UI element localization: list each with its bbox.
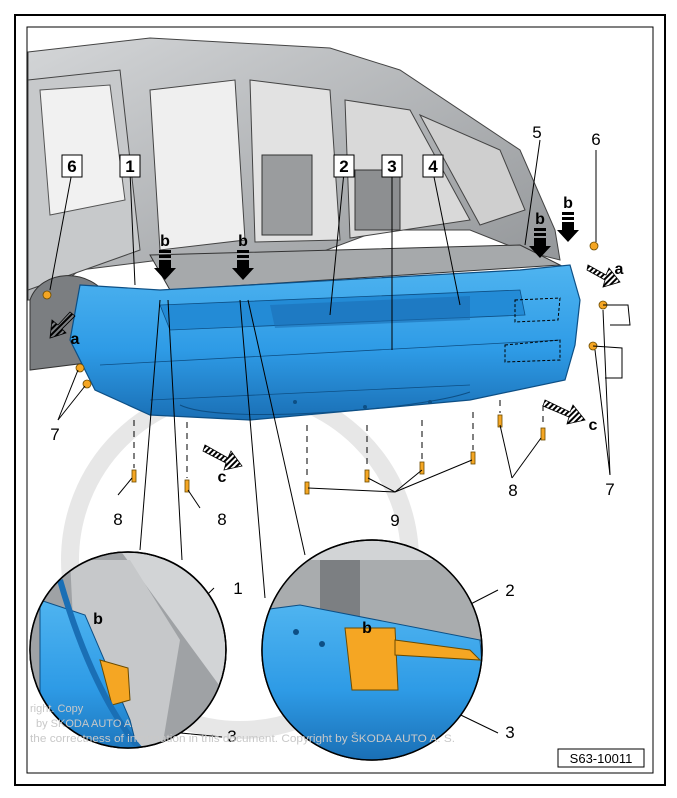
callout-9: 9 <box>390 511 399 530</box>
callout-7-right: 7 <box>605 480 614 499</box>
boxed-callouts: 1 2 3 4 6 <box>61 154 444 178</box>
leader-lines <box>49 139 631 738</box>
reference-code: S63-10011 <box>570 751 633 766</box>
callout-8-right: 8 <box>508 481 517 500</box>
callout-8-left: 8 <box>113 510 122 529</box>
detail-callout-3-left: 3 <box>227 727 236 746</box>
diagram-inner-frame <box>26 26 654 774</box>
arrows-a <box>49 264 621 339</box>
callout-3: 3 <box>387 157 396 176</box>
detail-view-right <box>261 539 483 761</box>
copyright-watermark: right. Copy by SKODA AUTO A. S. the corr… <box>30 703 455 745</box>
watermark-line-2: by SKODA AUTO A. S. <box>36 718 148 730</box>
callout-7-left: 7 <box>50 425 59 444</box>
arrow-label-c-right: c <box>589 417 598 434</box>
arrow-label-b-detail-right: b <box>362 620 372 637</box>
callout-6-left: 6 <box>67 157 76 176</box>
car-body <box>27 37 562 371</box>
arrow-label-b-2: b <box>238 233 248 250</box>
watermark-line-3: the correctness of information in this d… <box>30 732 455 745</box>
detail-callout-3-right: 3 <box>505 723 514 742</box>
callout-1: 1 <box>125 157 134 176</box>
screws <box>42 241 608 495</box>
arrow-label-b-3: b <box>535 211 545 228</box>
rear-bumper <box>69 264 581 421</box>
detail-callout-1: 1 <box>233 579 242 598</box>
watermark-line-1: right. Copy <box>30 703 84 715</box>
callout-8-center: 8 <box>217 510 226 529</box>
detail-callout-2: 2 <box>505 581 514 600</box>
screw-axis-lines <box>133 400 544 480</box>
arrow-label-c-left: c <box>218 469 227 486</box>
arrow-label-b-1: b <box>160 233 170 250</box>
arrows-c <box>202 399 586 471</box>
detail-view-left <box>29 551 227 749</box>
reference-code-box <box>557 748 645 768</box>
callout-5: 5 <box>532 123 541 142</box>
arrow-label-b-detail-left: b <box>93 611 103 628</box>
arrow-label-a-right: a <box>615 261 624 278</box>
plain-callouts: 5 6 7 7 8 8 8 9 1 2 3 3 <box>50 123 614 746</box>
arrow-label-b-4: b <box>563 195 573 212</box>
arrow-label-a-left: a <box>71 331 80 348</box>
callout-4: 4 <box>428 157 438 176</box>
arrow-letters: b b b b b b a a c c <box>71 195 624 637</box>
callout-2: 2 <box>339 157 348 176</box>
callout-6-right: 6 <box>591 130 600 149</box>
